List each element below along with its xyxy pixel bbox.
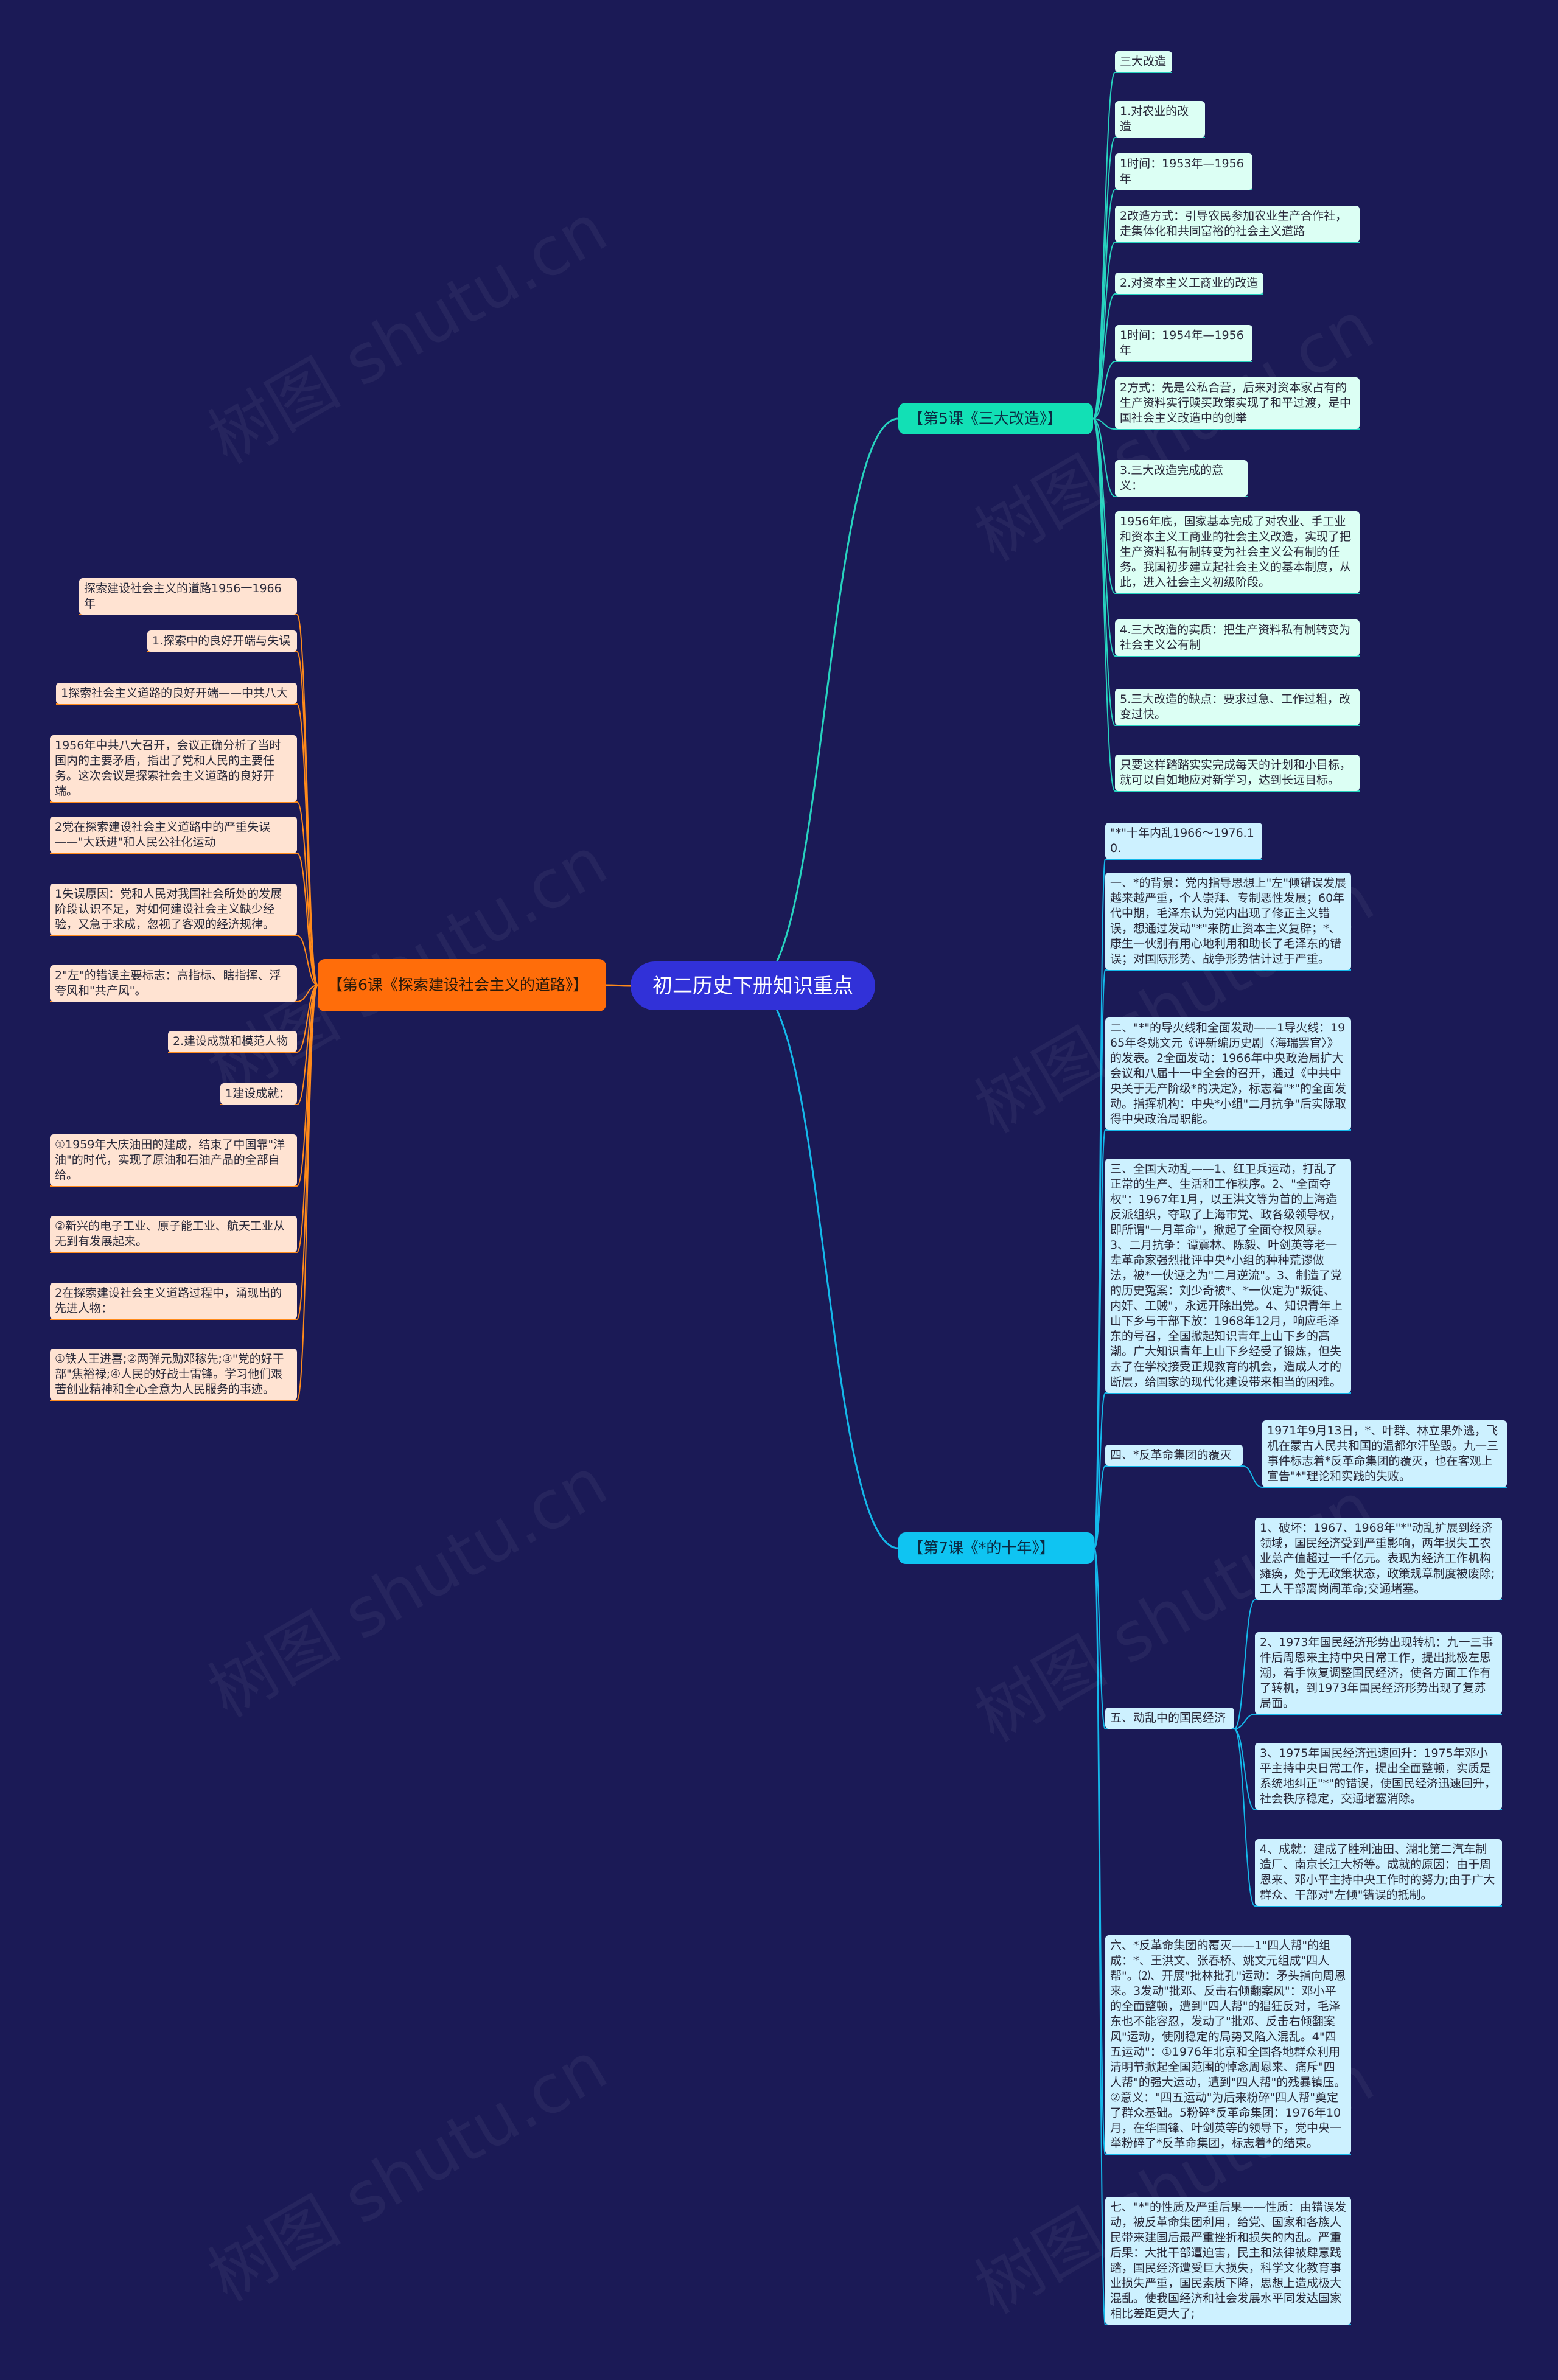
branch-lesson7-label: 【第7课《*的十年》】 [908,1539,1055,1557]
lesson6-node[interactable]: 1建设成就： [220,1083,297,1105]
lesson5-connector [1092,418,1116,792]
lesson5-node[interactable]: 5.三大改造的缺点：要求过急、工作过粗，改变过快。 [1115,689,1360,725]
root-node[interactable]: 初二历史下册知识重点 [631,961,875,1010]
lesson7-connector [1094,1548,1106,2325]
lesson5-connector [1092,189,1116,419]
root-to-lesson6-connector [606,984,631,987]
lesson5-connector [1092,242,1116,419]
lesson5-node[interactable]: 1时间：1953年—1956年 [1115,153,1252,190]
lesson5-connector [1092,418,1116,497]
lesson6-node[interactable]: 2.建设成就和模范人物 [168,1031,297,1052]
lesson6-node[interactable]: 1探索社会主义道路的良好开端——中共八大 [56,683,297,704]
lesson7-node[interactable]: 六、*反革命集团的覆灭——1"四人帮"的组成：*、王洪文、张春桥、姚文元组成"四… [1105,1935,1351,2154]
lesson5-node[interactable]: 2改造方式：引导农民参加农业生产合作社，走集体化和共同富裕的社会主义道路 [1115,206,1360,242]
lesson7-connector [1094,1548,1106,1729]
lesson5-node[interactable]: 三大改造 [1115,51,1172,72]
lesson7-node[interactable]: 七、"*"的性质及严重后果——性质：由错误发动，被反革命集团利用，给党、国家和各… [1105,2197,1351,2325]
lesson6-node[interactable]: 2"左"的错误主要标志：高指标、瞎指挥、浮夸风和"共产风"。 [50,965,297,1002]
lesson5-connector [1092,418,1116,726]
lesson6-connector [296,651,318,986]
lesson6-connector [296,801,318,986]
lesson5-node[interactable]: 2.对资本主义工商业的改造 [1115,273,1263,294]
branch-lesson6-label: 【第6课《探索建设社会主义的道路》】 [327,976,589,994]
lesson7-node[interactable]: 四、*反革命集团的覆灭 [1105,1445,1243,1466]
lesson5-node[interactable]: 1时间：1954年—1956年 [1115,325,1252,361]
lesson6-connector [296,935,318,986]
lesson7-node[interactable]: 3、1975年国民经济迅速回升：1975年邓小平主持中央日常工作，提出全面整顿，… [1255,1743,1502,1810]
lesson7-node[interactable]: "*"十年内乱1966～1976.10. [1105,823,1262,859]
lesson5-connector [1092,418,1116,430]
branch-lesson5[interactable]: 【第5课《三大改造》】 [898,403,1093,434]
lesson7-sub-connector [1234,1714,1256,1729]
lesson7-connector [1094,1465,1106,1549]
lesson7-sub-connector [1234,1599,1256,1729]
lesson6-node[interactable]: 2在探索建设社会主义道路过程中，涌现出的先进人物： [50,1283,297,1319]
lesson7-node[interactable]: 4、成就：建成了胜利油田、湖北第二汽车制造厂、南京长江大桥等。成就的原因：由于周… [1255,1839,1502,1906]
root-to-lesson5-connector [752,417,899,987]
lesson5-node[interactable]: 1.对农业的改造 [1115,101,1205,138]
lesson5-node[interactable]: 3.三大改造完成的意义： [1115,460,1248,497]
lesson6-node[interactable]: 1956年中共八大召开，会议正确分析了当时国内的主要矛盾，指出了党和人民的主要任… [50,735,297,802]
lesson6-connector [296,853,318,986]
lesson5-connector [1092,293,1116,419]
lesson5-node[interactable]: 1956年底，国家基本完成了对农业、手工业和资本主义工商业的社会主义改造，实现了… [1115,511,1360,593]
lesson7-node[interactable]: 1971年9月13日，*、叶群、林立果外逃，飞机在蒙古人民共和国的温都尔汗坠毁。… [1262,1420,1507,1487]
lesson7-sub-connector [1234,1728,1256,1907]
lesson6-connector [296,985,318,1320]
lesson7-node[interactable]: 一、*的背景：党内指导思想上"左"倾错误发展越来越严重，个人崇拜、专制恶性发展；… [1105,873,1351,970]
lesson7-sub-connector [1242,1465,1263,1488]
branch-lesson6[interactable]: 【第6课《探索建设社会主义的道路》】 [318,959,606,1011]
lesson6-node[interactable]: ①1959年大庆油田的建成，结束了中国靠"洋油"的时代，实现了原油和石油产品的全… [50,1134,297,1186]
lesson7-node[interactable]: 五、动乱中的国民经济 [1105,1708,1234,1729]
lesson6-node[interactable]: 1.探索中的良好开端与失误 [147,630,297,652]
branch-lesson5-label: 【第5课《三大改造》】 [908,410,1063,427]
lesson6-node[interactable]: ②新兴的电子工业、原子能工业、航天工业从无到有发展起来。 [50,1216,297,1252]
lesson6-connector [296,985,318,1105]
lesson6-connector [296,985,318,1401]
lesson7-node[interactable]: 二、"*"的导火线和全面发动——1导火线：1965年冬姚文元《评新编历史剧〈海瑞… [1105,1017,1351,1130]
lesson6-node[interactable]: 2党在探索建设社会主义道路中的严重失误——"大跃进"和人民公社化运动 [50,817,297,853]
lesson7-sub-connector [1234,1728,1256,1810]
lesson5-node[interactable]: 只要这样踏踏实实完成每天的计划和小目标，就可以自如地应对新学习，达到长远目标。 [1115,755,1360,791]
lesson5-connector [1092,72,1116,419]
lesson6-node[interactable]: ①铁人王进喜;②两弹元勋邓稼先;③"党的好干部"焦裕禄;④人民的好战士雷锋。学习… [50,1349,297,1400]
lesson5-node[interactable]: 4.三大改造的实质：把生产资料私有制转变为社会主义公有制 [1115,619,1360,656]
lesson7-node[interactable]: 1、破坏：1967、1968年"*"动乱扩展到经济领域，国民经济受到严重影响，两… [1255,1518,1502,1600]
lesson5-node[interactable]: 2方式：先是公私合营，后来对资本家占有的生产资料实行赎买政策实现了和平过渡，是中… [1115,377,1360,429]
lesson7-node[interactable]: 2、1973年国民经济形势出现转机：九一三事件后周恩来主持中央日常工作，提出批极… [1255,1632,1502,1714]
lesson6-node[interactable]: 探索建设社会主义的道路1956一1966年 [79,578,297,615]
lesson7-connector [1094,1129,1106,1549]
lesson6-connector [296,703,318,986]
branch-lesson7[interactable]: 【第7课《*的十年》】 [898,1532,1094,1564]
lesson7-node[interactable]: 三、全国大动乱——1、红卫兵运动，打乱了正常的生产、生活和工作秩序。2、"全面夺… [1105,1159,1351,1393]
lesson5-connector [1092,137,1116,419]
lesson6-connector [296,985,318,1053]
root-to-lesson7-connector [752,985,899,1549]
lesson6-node[interactable]: 1失误原因：党和人民对我国社会所处的发展阶段认识不足，对如何建设社会主义缺少经验… [50,884,297,935]
lesson5-connector [1092,361,1116,419]
